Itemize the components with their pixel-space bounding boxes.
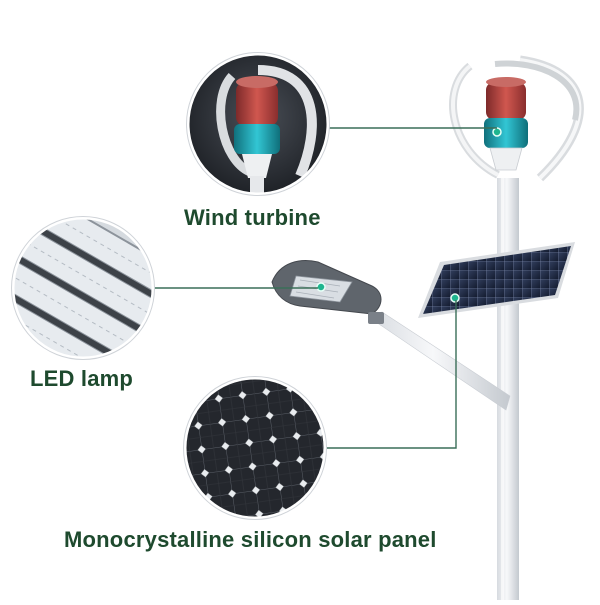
led-lamp-label: LED lamp	[30, 366, 134, 391]
solar-callout-line	[323, 300, 457, 449]
solar-panel-label: Monocrystalline silicon solar panel	[64, 527, 437, 552]
wind-turbine-label: Wind turbine	[184, 205, 321, 230]
callout-lines	[151, 127, 497, 449]
led-lamp-zoom	[11, 216, 155, 360]
wind-turbine-icon	[449, 55, 584, 182]
wind-turbine-zoom	[186, 52, 330, 196]
solar-panel-icon	[418, 242, 575, 318]
led-lamp-icon	[271, 260, 384, 324]
solar-panel-zoom	[183, 376, 327, 520]
